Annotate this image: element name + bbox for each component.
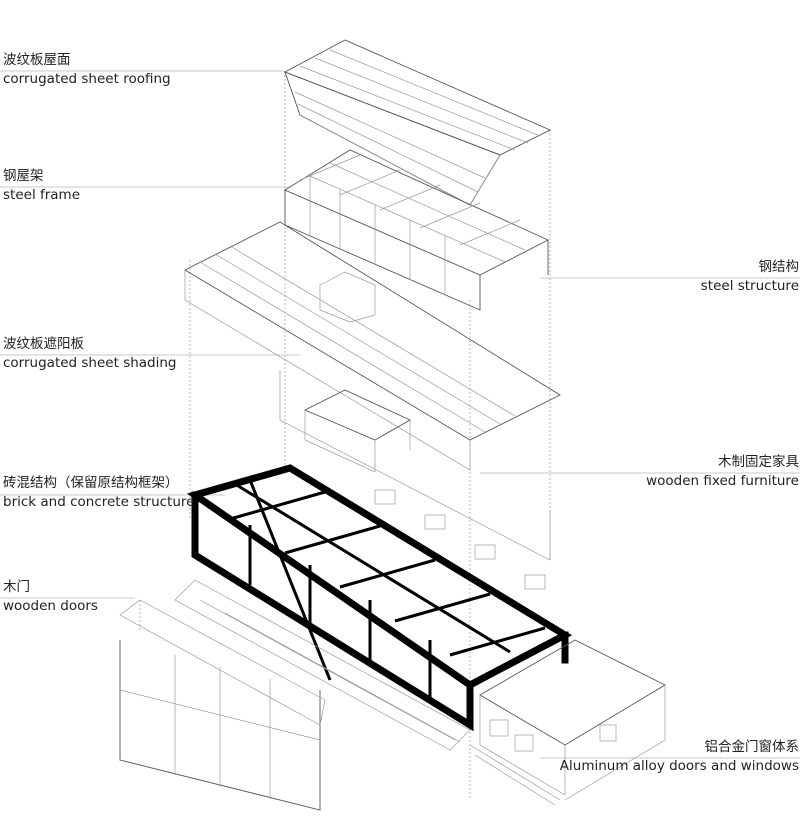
label-shading-en: corrugated sheet shading: [3, 355, 177, 371]
label-roofing-en: corrugated sheet roofing: [3, 71, 171, 87]
projection-lines: [139, 75, 551, 800]
label-doors-zh: 木门: [3, 579, 30, 595]
label-roofing-zh: 波纹板屋面: [3, 52, 71, 68]
label-doors: 木门 wooden doors: [3, 578, 98, 616]
label-roofing: 波纹板屋面 corrugated sheet roofing: [3, 51, 171, 89]
steel-frame-layer: [284, 149, 550, 311]
label-steel-structure-zh: 钢结构: [758, 259, 800, 275]
label-brick-zh: 砖混结构（保留原结构框架）: [3, 475, 179, 491]
ground-floor-layer: [119, 579, 666, 811]
label-furniture: 木制固定家具 wooden fixed furniture: [646, 453, 799, 491]
label-shading: 波纹板遮阳板 corrugated sheet shading: [3, 335, 177, 373]
label-brick-en: brick and concrete structure: [3, 494, 195, 510]
brick-structure-layer: [186, 464, 573, 732]
label-steel-structure-en: steel structure: [700, 278, 799, 294]
label-furniture-en: wooden fixed furniture: [646, 473, 799, 489]
label-furniture-zh: 木制固定家具: [718, 454, 799, 470]
furniture-layer: [279, 370, 551, 590]
label-doors-en: wooden doors: [3, 598, 98, 614]
label-windows-zh: 铝合金门窗体系: [704, 739, 800, 755]
label-steel-frame-en: steel frame: [3, 187, 81, 203]
label-steel-frame-zh: 钢屋架: [3, 168, 44, 184]
label-brick: 砖混结构（保留原结构框架） brick and concrete structu…: [3, 474, 194, 512]
label-windows: 铝合金门窗体系 Aluminum alloy doors and windows: [560, 738, 799, 776]
shading-layer: [184, 221, 561, 471]
label-steel-frame: 钢屋架 steel frame: [3, 167, 80, 205]
leader-lines: [0, 70, 800, 759]
label-windows-en: Aluminum alloy doors and windows: [559, 758, 799, 774]
label-steel-structure: 钢结构 steel structure: [701, 258, 799, 296]
label-shading-zh: 波纹板遮阳板: [3, 336, 84, 352]
